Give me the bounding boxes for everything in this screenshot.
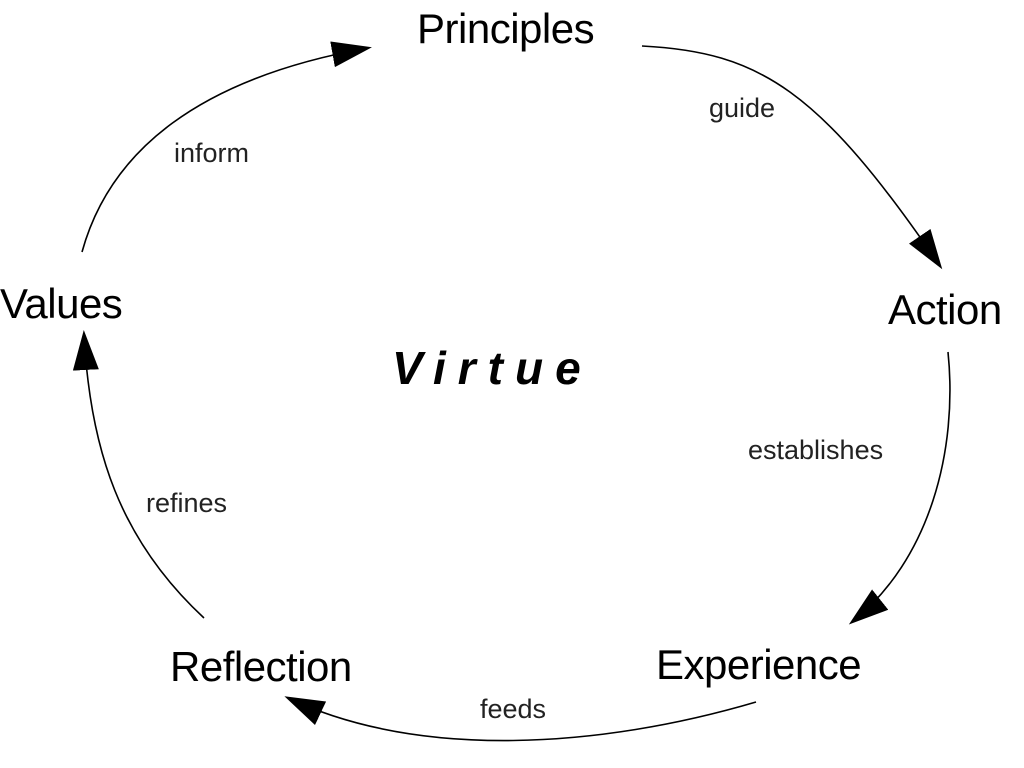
- edge-label-inform: inform: [174, 138, 250, 168]
- edge-label-feeds: feeds: [480, 694, 547, 724]
- arrow-reflection-to-values: [72, 330, 205, 619]
- node-action: Action: [888, 286, 1002, 333]
- arrow-values-to-principles: [81, 41, 372, 253]
- arrow-experience-to-reflection: [284, 696, 757, 742]
- node-values: Values: [0, 280, 123, 327]
- arrow-action-to-experience: [848, 351, 951, 625]
- edge-label-refines: refines: [146, 488, 228, 518]
- edge-label-establishes: establishes: [748, 435, 884, 465]
- node-reflection: Reflection: [170, 643, 352, 690]
- node-experience: Experience: [656, 641, 862, 688]
- node-principles: Principles: [417, 5, 595, 52]
- arrow-principles-to-action: [641, 45, 943, 270]
- center-label-virtue: Virtue: [392, 342, 593, 394]
- edge-label-guide: guide: [709, 93, 776, 123]
